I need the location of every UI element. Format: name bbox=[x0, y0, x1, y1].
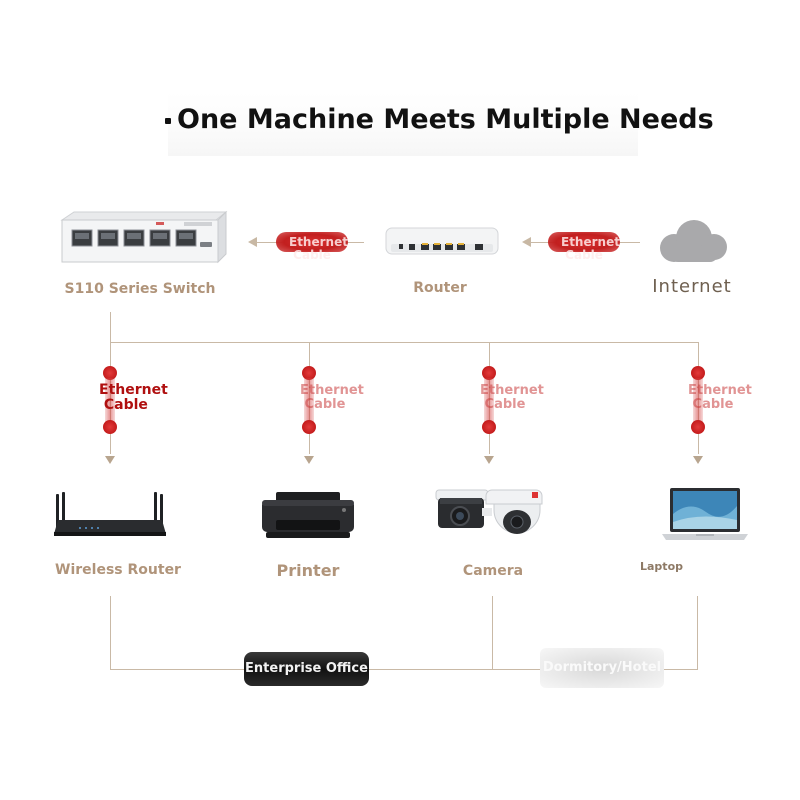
connector-line bbox=[369, 669, 540, 670]
arrow-left-icon bbox=[248, 237, 257, 247]
arrow-down-icon bbox=[105, 456, 115, 464]
ethernet-cable-label: Ethernet Cable bbox=[289, 235, 348, 262]
cable-body bbox=[105, 378, 115, 428]
page-title-text: One Machine Meets Multiple Needs bbox=[177, 104, 714, 135]
cable-text-line: Ethernet bbox=[300, 383, 364, 398]
ethernet-cable-badge bbox=[548, 232, 620, 252]
cable-text-line: Ethernet bbox=[688, 383, 752, 398]
cable-body bbox=[484, 378, 494, 428]
device-label: Camera bbox=[462, 563, 524, 579]
arrow-down-icon bbox=[693, 456, 703, 464]
switch-label: S110 Series Switch bbox=[64, 281, 216, 297]
cable-text-line: Cable bbox=[688, 397, 734, 412]
dormitory-hotel-tag: Dormitory/Hotel bbox=[540, 648, 664, 688]
cable-text-line: Ethernet bbox=[99, 382, 168, 398]
printer-icon bbox=[258, 490, 358, 542]
arrow-down-icon bbox=[484, 456, 494, 464]
connector-line bbox=[664, 669, 698, 670]
ethernet-cable-badge bbox=[276, 232, 348, 252]
cable-body bbox=[304, 378, 314, 428]
arrow-left-icon bbox=[522, 237, 531, 247]
cable-connector-icon bbox=[482, 420, 496, 434]
connector-line bbox=[110, 669, 244, 670]
ethernet-cable-label: Ethernet Cable bbox=[99, 383, 168, 413]
enterprise-office-tag: Enterprise Office bbox=[244, 652, 369, 686]
ethernet-cable-label: Ethernet Cable bbox=[300, 384, 364, 412]
page-title: One Machine Meets Multiple Needs bbox=[165, 100, 725, 140]
cable-connector-icon bbox=[103, 420, 117, 434]
trunk-line bbox=[110, 312, 111, 342]
cable-body bbox=[693, 378, 703, 428]
cable-connector-icon bbox=[302, 420, 316, 434]
cable-text-line: Ethernet bbox=[480, 383, 544, 398]
security-camera-icon bbox=[432, 484, 546, 544]
laptop-icon bbox=[660, 486, 750, 546]
cable-connector-icon bbox=[103, 366, 117, 380]
cable-text-line: Cable bbox=[300, 397, 346, 412]
cable-connector-icon bbox=[482, 366, 496, 380]
internet-label: Internet bbox=[652, 276, 732, 297]
ethernet-cable-label: Ethernet Cable bbox=[688, 384, 752, 412]
connector-line bbox=[110, 596, 111, 669]
router-label: Router bbox=[413, 280, 467, 296]
switch-icon bbox=[56, 210, 230, 266]
device-label: Laptop bbox=[640, 560, 683, 573]
title-band bbox=[168, 92, 638, 156]
device-label: Printer bbox=[276, 561, 340, 580]
router-icon bbox=[385, 226, 499, 258]
connector-line bbox=[697, 596, 698, 669]
cable-connector-icon bbox=[302, 366, 316, 380]
cable-text-line: Cable bbox=[99, 397, 148, 413]
connector-line bbox=[492, 596, 493, 669]
cable-connector-icon bbox=[691, 366, 705, 380]
device-label: Wireless Router bbox=[55, 562, 181, 578]
cable-text-line: Cable bbox=[480, 397, 526, 412]
cable-connector-icon bbox=[691, 420, 705, 434]
cloud-icon bbox=[650, 216, 734, 266]
bus-line bbox=[110, 342, 698, 343]
arrow-down-icon bbox=[304, 456, 314, 464]
ethernet-cable-label: Ethernet Cable bbox=[561, 235, 620, 262]
ethernet-cable-label: Ethernet Cable bbox=[480, 384, 544, 412]
wireless-router-icon bbox=[50, 490, 170, 540]
bullet-icon bbox=[165, 117, 171, 124]
